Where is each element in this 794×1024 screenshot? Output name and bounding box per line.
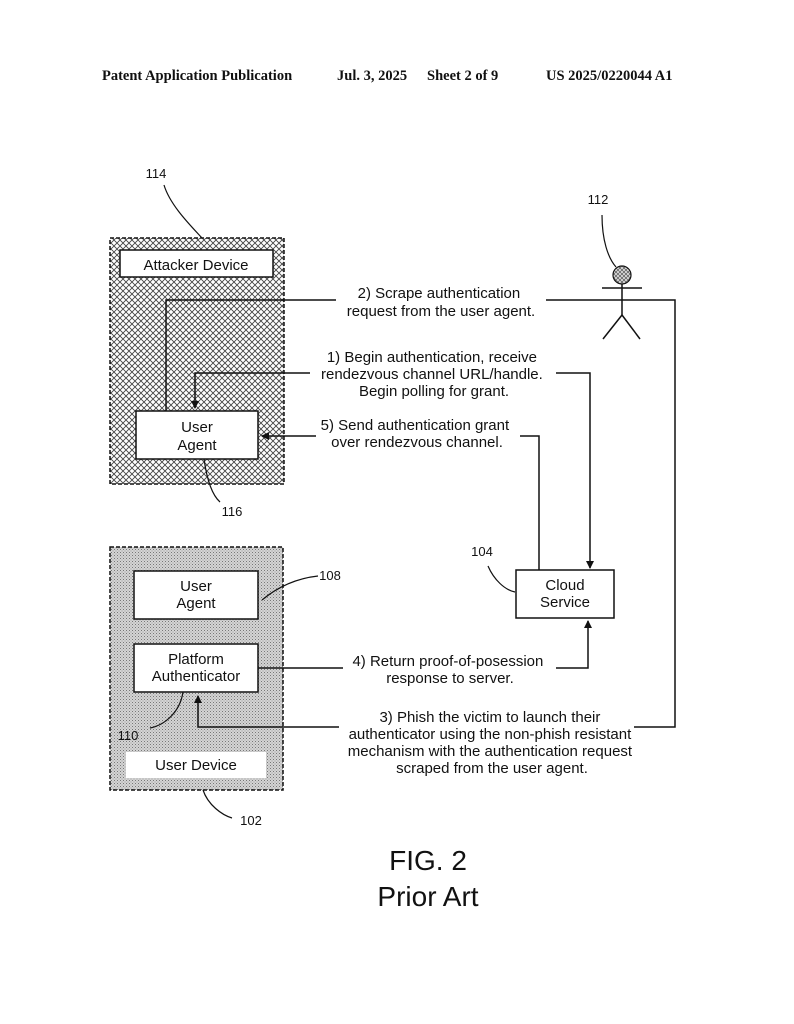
platform-authenticator: Platform Authenticator: [133, 643, 259, 693]
step1-arrow-to-user-agent: [191, 372, 310, 409]
cloud-service: Cloud Service: [515, 569, 615, 619]
step4-arrow-to-cloud: [556, 620, 592, 669]
attacker-user-agent-line1: User: [181, 419, 213, 436]
ref-102: 102: [240, 813, 262, 828]
header-publication: Patent Application Publication: [102, 68, 293, 84]
user-agent: User Agent: [133, 570, 259, 620]
step4-text: 4) Return proof-of-posession response to…: [352, 653, 547, 687]
ref-110: 110: [118, 728, 139, 743]
attacker-user-agent-line2: Agent: [177, 437, 217, 454]
cloud-service-line2: Service: [540, 594, 590, 611]
figure-title: FIG. 2: [389, 845, 467, 876]
step3-arrow-to-authenticator: [194, 695, 339, 728]
ref-108: 108: [319, 568, 341, 583]
leader-102: [202, 789, 233, 819]
platform-authenticator-line2: Authenticator: [152, 668, 240, 685]
leader-110: [149, 691, 184, 729]
step2-step3-connector: [546, 299, 676, 728]
attacker-user-agent: User Agent: [135, 410, 259, 460]
user-agent-line1: User: [180, 578, 212, 595]
victim-stick-figure-icon: [602, 265, 642, 340]
ref-116: 116: [222, 504, 243, 519]
figure-subtitle: Prior Art: [377, 881, 478, 912]
step1-text: 1) Begin authentication, receive rendezv…: [321, 349, 547, 400]
ref-112: 112: [588, 192, 609, 207]
cloud-service-line1: Cloud: [545, 577, 584, 594]
platform-authenticator-line1: Platform: [168, 651, 224, 668]
step5-line-from-cloud: [520, 435, 540, 570]
step3-text: 3) Phish the victim to launch their auth…: [348, 709, 637, 777]
ref-104: 104: [471, 544, 493, 559]
user-agent-line2: Agent: [176, 595, 216, 612]
user-device-label: User Device: [155, 757, 237, 774]
leader-104: [487, 565, 516, 593]
step5-text: 5) Send authentication grant over rendez…: [321, 417, 514, 451]
leader-116: [203, 458, 221, 503]
leader-108: [261, 575, 319, 601]
header-date: Jul. 3, 2025: [337, 68, 408, 84]
leader-114: [163, 184, 203, 239]
leader-112: [601, 214, 617, 268]
step2-line-left: [165, 299, 336, 411]
step2-text: 2) Scrape authentication request from th…: [347, 285, 535, 320]
header-patent-number: US 2025/0220044 A1: [546, 68, 673, 84]
ref-114: 114: [146, 166, 167, 181]
step1-arrow-to-cloud: [556, 372, 594, 569]
attacker-device-label: Attacker Device: [143, 257, 248, 274]
header-sheet: Sheet 2 of 9: [427, 68, 499, 84]
